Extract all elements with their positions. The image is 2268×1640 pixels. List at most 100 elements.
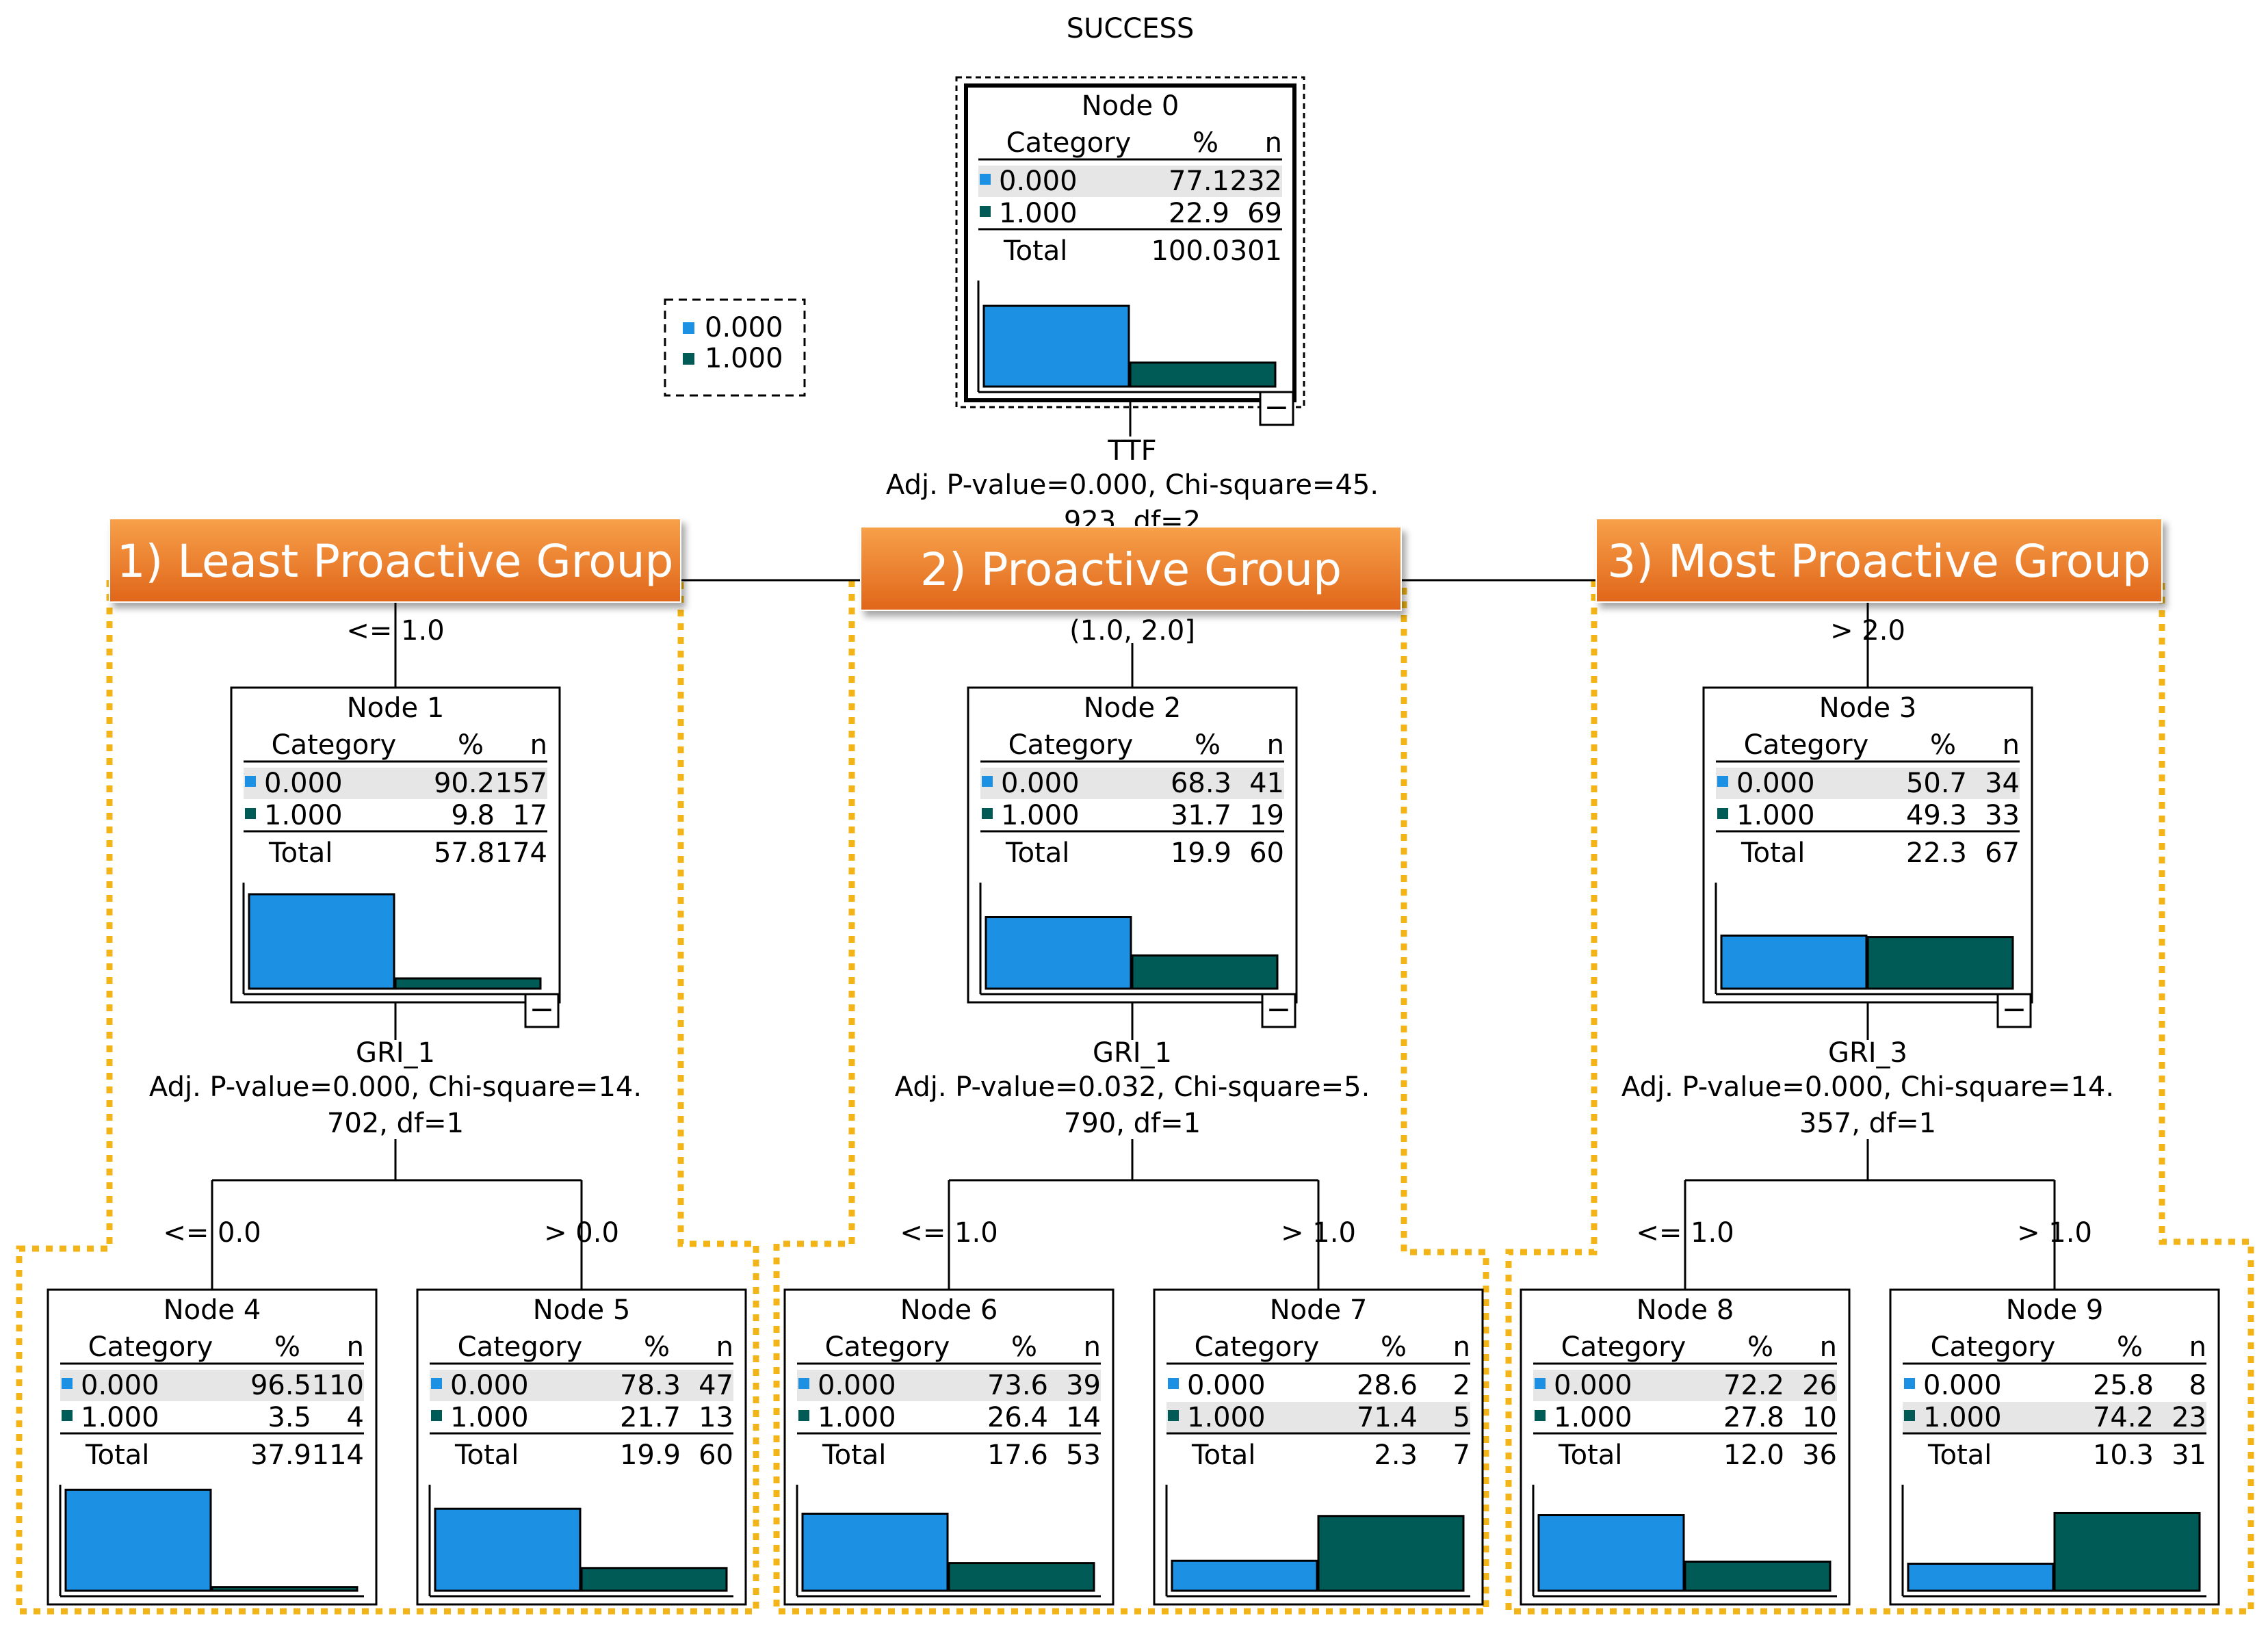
row-n: 23 (2172, 1402, 2206, 1433)
node-title: Node 6 (900, 1294, 998, 1326)
row-n: 34 (1985, 768, 2020, 799)
row-highlight (797, 1370, 1101, 1401)
legend-frame (664, 298, 806, 397)
header-n: n (1820, 1331, 1837, 1363)
header-category: Category (1561, 1331, 1686, 1363)
header-category: Category (1195, 1331, 1320, 1363)
row-n: 232 (1230, 166, 1282, 197)
total-n: 36 (1802, 1440, 1837, 1471)
row-n: 10 (1802, 1402, 1837, 1433)
bar-cat-0 (248, 893, 395, 990)
row-highlight (1903, 1402, 2206, 1433)
group-outlines (16, 580, 2254, 1615)
collapse-button[interactable] (1996, 993, 2032, 1028)
tree-title: SUCCESS (1067, 13, 1195, 44)
total-n: 7 (1453, 1440, 1470, 1471)
bar-cat-1 (580, 1567, 728, 1592)
bar-cat-0 (985, 916, 1132, 990)
row-swatch (1168, 1378, 1179, 1389)
row-n: 41 (1249, 768, 1284, 799)
node-title: Node 7 (1270, 1294, 1368, 1326)
bar-cat-1 (394, 977, 542, 990)
bar-cat-0 (1171, 1559, 1318, 1592)
collapse-button[interactable] (1261, 993, 1296, 1028)
total-label: Total (1191, 1440, 1255, 1471)
row-swatch (1535, 1410, 1546, 1421)
collapse-toggle[interactable]: − (1259, 390, 1294, 426)
header-n: n (530, 729, 547, 761)
collapse-toggle[interactable]: − (1996, 992, 2032, 1028)
row-category: 0.000 (1187, 1370, 1266, 1401)
row-category: 1.000 (450, 1402, 529, 1433)
split-statistics-cont: 790, df=1 (1064, 1108, 1201, 1139)
header-n: n (1265, 127, 1282, 159)
row-swatch (1717, 776, 1728, 787)
node-title: Node 8 (1637, 1294, 1734, 1326)
bar-cat-1 (1129, 361, 1277, 388)
collapse-toggle[interactable]: − (524, 992, 560, 1028)
row-swatch (62, 1410, 73, 1421)
branch-label-node1: <= 1.0 (346, 615, 444, 647)
bar-cat-0 (1537, 1514, 1685, 1592)
bar-cat-1 (1684, 1560, 1832, 1592)
header-category: Category (88, 1331, 213, 1363)
group-banner-most-proactive-label: 3) Most Proactive Group (1607, 535, 2151, 588)
row-percent: 90.2 (434, 768, 495, 799)
bar-cat-0 (434, 1507, 582, 1592)
row-swatch (980, 206, 991, 217)
collapse-button[interactable] (524, 993, 560, 1028)
split-variable: GRI_1 (356, 1037, 435, 1069)
header-category: Category (1006, 127, 1132, 159)
branch-label-n7: > 1.0 (1281, 1217, 1356, 1249)
total-percent: 37.9 (250, 1440, 311, 1471)
legend-label: 0.000 (705, 312, 783, 343)
total-percent: 12.0 (1723, 1440, 1784, 1471)
row-n: 5 (1453, 1402, 1470, 1433)
total-n: 174 (495, 837, 547, 869)
row-n: 8 (2189, 1370, 2206, 1401)
row-percent: 68.3 (1171, 768, 1231, 799)
row-n: 4 (347, 1402, 364, 1433)
row-percent: 9.8 (451, 800, 495, 831)
row-n: 17 (512, 800, 547, 831)
bar-cat-1 (1866, 936, 2014, 990)
total-label: Total (454, 1440, 519, 1471)
collapse-button[interactable] (1259, 391, 1294, 426)
row-swatch (798, 1378, 809, 1389)
collapse-toggle[interactable]: − (1261, 992, 1296, 1028)
bar-cat-1 (1317, 1515, 1465, 1592)
row-category: 1.000 (1554, 1402, 1632, 1433)
row-swatch (431, 1410, 442, 1421)
header-category: Category (458, 1331, 583, 1363)
row-category: 0.000 (818, 1370, 896, 1401)
total-percent: 22.3 (1906, 837, 1967, 869)
header-percent: % (1192, 127, 1218, 159)
row-n: 33 (1985, 800, 2020, 831)
bar-cat-0 (1720, 934, 1868, 990)
total-n: 67 (1985, 837, 2020, 869)
header-percent: % (458, 729, 484, 761)
row-n: 19 (1249, 800, 1284, 831)
header-percent: % (274, 1331, 300, 1363)
row-category: 1.000 (999, 198, 1078, 229)
row-category: 1.000 (1001, 800, 1080, 831)
legend-label: 1.000 (705, 343, 783, 374)
row-percent: 25.8 (2093, 1370, 2154, 1401)
row-n: 14 (1066, 1402, 1101, 1433)
row-category: 1.000 (1923, 1402, 2002, 1433)
row-category: 0.000 (1736, 768, 1815, 799)
collapse-icon: − (530, 992, 555, 1027)
header-n: n (1453, 1331, 1470, 1363)
branch-label-n6: <= 1.0 (900, 1217, 998, 1249)
group-banner-least-proactive: 1) Least Proactive Group (109, 518, 681, 603)
row-percent: 78.3 (620, 1370, 681, 1401)
row-swatch (245, 808, 256, 819)
